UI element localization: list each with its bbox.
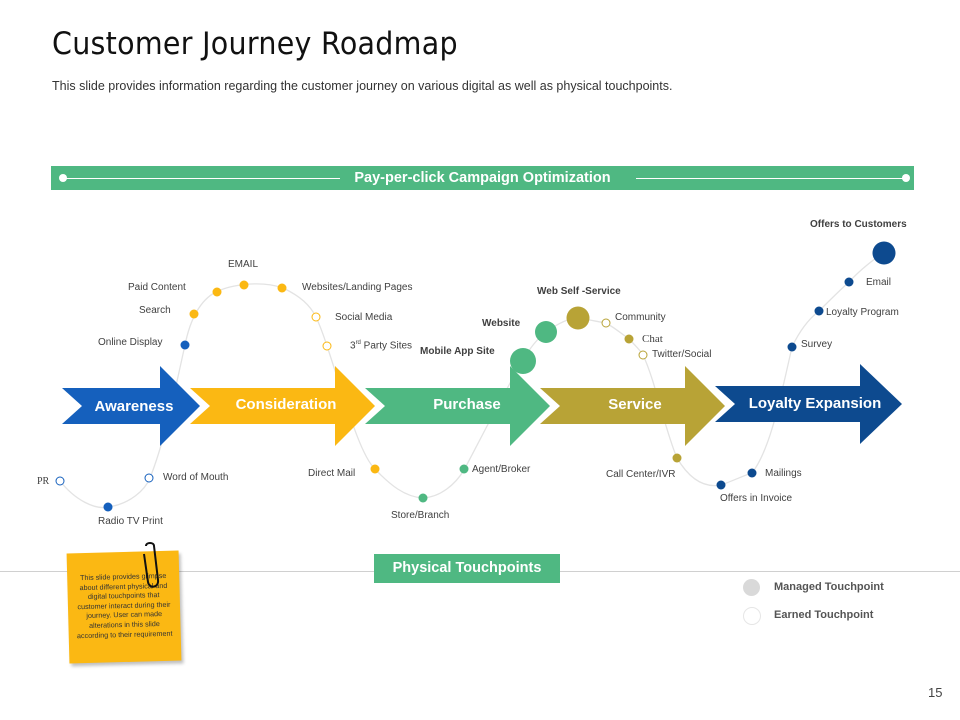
page-subtitle: This slide provides information regardin… <box>52 79 673 93</box>
touchpoint-dot-search <box>189 309 199 319</box>
stage-label-service: Service <box>608 396 662 413</box>
banner-line-right <box>636 177 904 179</box>
legend-earned-icon <box>743 607 761 625</box>
touchpoint-dot-offers-invoice <box>716 480 726 490</box>
banner-dot-right <box>902 174 910 182</box>
touchpoint-label-agent-broker: Agent/Broker <box>472 464 531 475</box>
stage-arrow-awareness <box>62 366 200 446</box>
legend-managed-icon <box>743 579 760 596</box>
touchpoint-dot-third-party-sites <box>322 341 332 351</box>
touchpoint-dot-call-center <box>672 453 682 463</box>
touchpoint-dot-mailings <box>747 468 757 478</box>
touchpoint-label-search: Search <box>139 305 171 316</box>
touchpoint-label-word-of-mouth: Word of Mouth <box>163 472 229 483</box>
touchpoint-dot-websites <box>277 283 287 293</box>
touchpoint-label-web-self-service: Web Self -Service <box>537 286 621 297</box>
touchpoint-dot-loyalty-program <box>814 306 824 316</box>
stage-label-consideration: Consideration <box>235 396 337 413</box>
touchpoint-dot-email-consideration <box>239 280 249 290</box>
touchpoint-label-survey: Survey <box>801 339 833 350</box>
touchpoint-dot-direct-mail <box>370 464 380 474</box>
stage-arrow-consideration <box>190 366 375 446</box>
touchpoint-dot-pr <box>55 476 65 486</box>
banner-label: Pay-per-click Campaign Optimization <box>340 170 625 186</box>
touchpoint-dot-word-of-mouth <box>144 473 154 483</box>
touchpoint-label-offers-invoice: Offers in Invoice <box>720 493 793 504</box>
touchpoint-label-twitter-social: Twitter/Social <box>652 349 712 360</box>
touchpoint-label-websites: Websites/Landing Pages <box>302 282 413 293</box>
legend-earned-label: Earned Touchpoint <box>774 609 874 621</box>
stage-label-awareness: Awareness <box>94 398 174 415</box>
touchpoint-label-offers-customers: Offers to Customers <box>810 219 907 230</box>
ppc-banner: Pay-per-click Campaign Optimization <box>51 166 914 190</box>
touchpoint-label-community: Community <box>615 312 666 323</box>
touchpoint-label-social-media: Social Media <box>335 312 393 323</box>
legend-managed-label: Managed Touchpoint <box>774 581 884 593</box>
stage-label-purchase: Purchase <box>433 396 501 413</box>
touchpoint-label-direct-mail: Direct Mail <box>308 468 356 479</box>
sticky-note: This slide provides glimpse about differ… <box>66 550 182 664</box>
stage-label-loyalty: Loyalty Expansion <box>748 395 882 412</box>
touchpoint-dot-chat <box>624 334 634 344</box>
touchpoint-label-radio-tv-print: Radio TV Print <box>98 516 163 527</box>
touchpoint-label-paid-content: Paid Content <box>128 282 186 293</box>
touchpoint-dot-online-display <box>180 340 190 350</box>
touchpoint-dot-radio-tv-print <box>103 502 113 512</box>
paperclip-icon <box>143 542 160 588</box>
touchpoint-dot-agent-broker <box>459 464 469 474</box>
touchpoint-label-mailings: Mailings <box>765 468 802 479</box>
touchpoint-label-pr: PR <box>37 476 50 487</box>
touchpoint-dot-website <box>535 321 557 343</box>
touchpoint-label-store-branch: Store/Branch <box>391 510 450 521</box>
stage-arrow-purchase <box>365 366 550 446</box>
page-title: Customer Journey Roadmap <box>52 26 458 62</box>
touchpoint-dot-web-self-service <box>566 306 590 330</box>
touchpoint-dot-survey <box>787 342 797 352</box>
touchpoint-label-email: EMAIL <box>228 259 259 270</box>
touchpoint-label-third-party-sites: 3rd Party Sites <box>350 340 413 352</box>
stage-arrow-loyalty <box>715 364 902 444</box>
touchpoint-dot-twitter-social <box>638 350 648 360</box>
touchpoint-dot-mobile-app-site <box>510 348 536 374</box>
touchpoint-label-call-center: Call Center/IVR <box>606 469 676 480</box>
touchpoint-dot-offers-customers <box>872 241 896 265</box>
touchpoint-dot-store-branch <box>418 493 428 503</box>
touchpoint-label-online-display: Online Display <box>98 337 163 348</box>
touchpoint-label-chat: Chat <box>642 333 663 345</box>
touchpoint-label-mobile-app-site: Mobile App Site <box>420 346 495 357</box>
touchpoint-dot-community <box>601 318 611 328</box>
banner-line-left <box>63 177 343 179</box>
touchpoint-dot-paid-content <box>212 287 222 297</box>
touchpoint-dot-email-loyalty <box>844 277 854 287</box>
touchpoint-dot-social-media <box>311 312 321 322</box>
touchpoint-label-loyalty-program: Loyalty Program <box>826 307 899 318</box>
stage-arrow-service <box>540 366 725 446</box>
touchpoint-label-website: Website <box>482 318 521 329</box>
banner-dot-left <box>59 174 67 182</box>
page-number: 15 <box>928 685 943 700</box>
touchpoint-label-email-loyalty: Email <box>866 277 892 288</box>
physical-touchpoints-label: Physical Touchpoints <box>374 554 560 583</box>
